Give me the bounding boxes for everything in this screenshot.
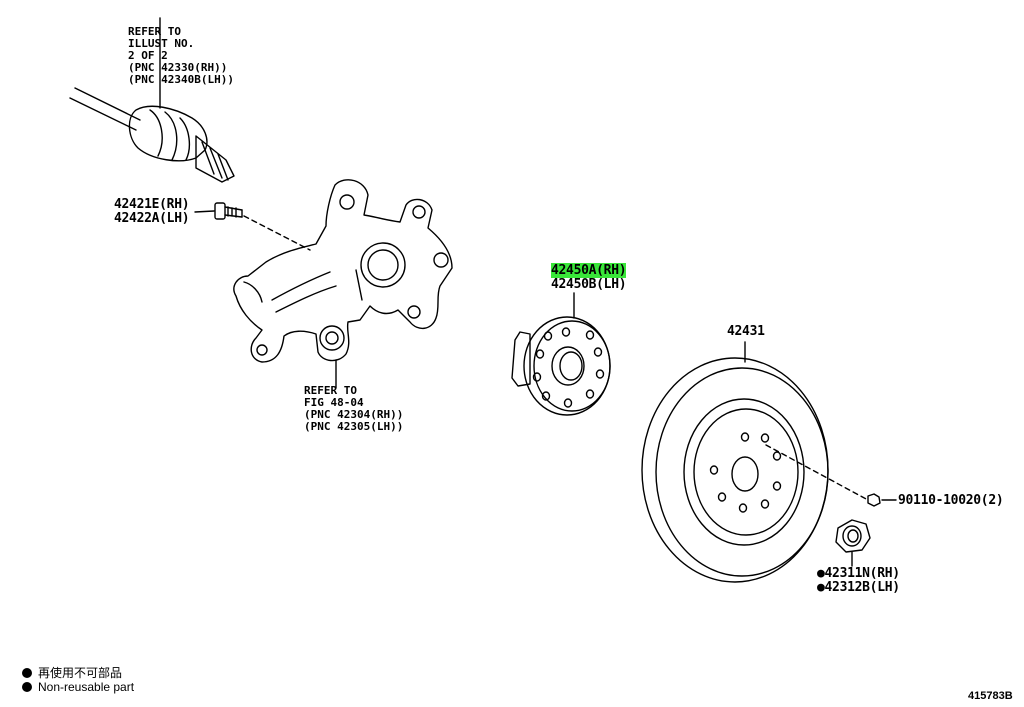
part-number-bolt-lh[interactable]: 42422A(LH) <box>114 211 190 226</box>
part-number-hub-lh[interactable]: 42450B(LH) <box>551 277 627 292</box>
knuckle-bolt-drawing <box>194 202 311 251</box>
refer-knuckle-line-2: FIG 48-04 <box>304 396 364 409</box>
refer-shaft-line-3: 2 OF 2 <box>128 49 168 62</box>
small-nut-drawing <box>867 493 897 507</box>
part-number-bolt-rh[interactable]: 42421E(RH) <box>114 197 190 212</box>
part-number-nut-rh[interactable]: ●42311N(RH) <box>817 566 900 581</box>
brake-disc-drawing <box>641 341 869 583</box>
part-number-hub-rh-text: 42450A(RH) <box>551 263 627 278</box>
refer-shaft-line-1: REFER TO <box>128 25 181 38</box>
part-number-nut-lh[interactable]: ●42312B(LH) <box>817 580 900 595</box>
refer-shaft-line-5: (PNC 42340B(LH)) <box>128 73 234 86</box>
refer-knuckle-line-3: (PNC 42304(RH)) <box>304 408 404 421</box>
part-number-disc[interactable]: 42431 <box>727 324 765 339</box>
part-number-hub-rh[interactable]: 42450A(RH) <box>551 263 627 278</box>
legend-en-text: Non-reusable part <box>38 680 135 694</box>
bullet-icon <box>22 668 32 678</box>
part-number-small-nut[interactable]: 90110-10020(2) <box>898 493 1004 508</box>
drive-shaft-drawing <box>69 17 235 183</box>
steering-knuckle-drawing <box>233 179 453 389</box>
bullet-icon <box>22 682 32 692</box>
hub-nut-drawing <box>835 519 871 567</box>
legend-jp-text: 再使用不可部品 <box>38 666 123 680</box>
wheel-hub-drawing <box>511 292 611 416</box>
refer-shaft-line-4: (PNC 42330(RH)) <box>128 61 228 74</box>
legend-english: Non-reusable part <box>22 680 134 694</box>
refer-knuckle-line-4: (PNC 42305(LH)) <box>304 420 404 433</box>
legend-japanese: 再使用不可部品 <box>22 664 122 681</box>
refer-knuckle-line-1: REFER TO <box>304 384 357 397</box>
drawing-code: 415783B <box>968 690 1013 702</box>
refer-shaft-line-2: ILLUST NO. <box>128 37 195 50</box>
